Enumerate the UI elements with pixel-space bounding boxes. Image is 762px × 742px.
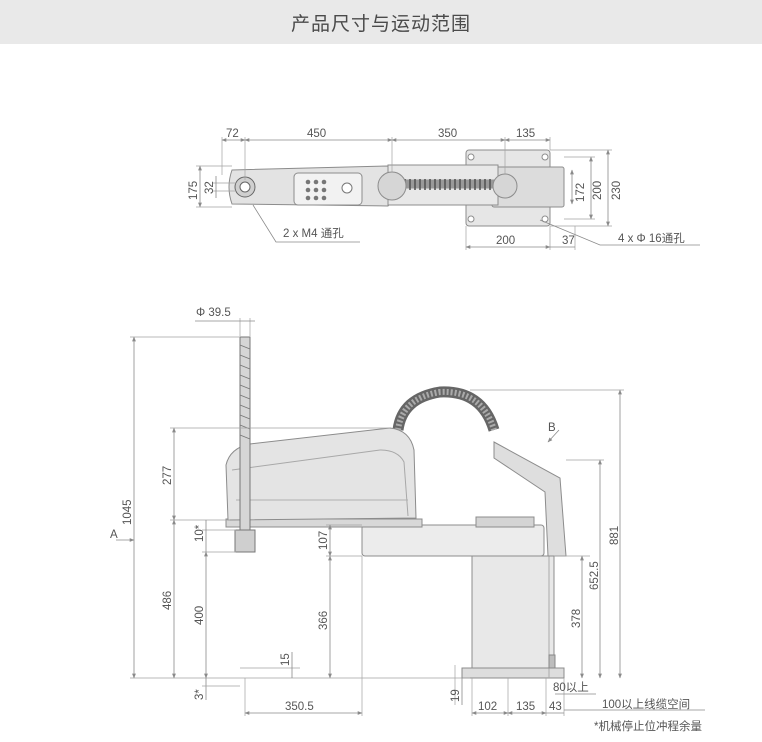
dim-200-bottom: 200 (496, 235, 515, 247)
dim-200-right: 200 (592, 181, 604, 200)
dim-450: 450 (307, 128, 326, 140)
base-hole (541, 153, 549, 161)
dim-172: 172 (575, 183, 587, 202)
top-joint (492, 173, 518, 199)
page-title: 产品尺寸与运动范围 (290, 12, 471, 35)
dim-135: 135 (516, 128, 535, 140)
dim-400: 400 (194, 606, 206, 625)
top-spring-cable (402, 179, 498, 190)
dim-32: 32 (204, 181, 216, 194)
dim-350: 350 (438, 128, 457, 140)
side-second-arm (361, 524, 545, 557)
dim-10-star: 10* (194, 524, 206, 542)
dim-652-5: 652.5 (589, 561, 601, 590)
dim-phi39-5: Φ 39.5 (196, 307, 231, 319)
view-a-label: A (110, 529, 118, 541)
dim-881: 881 (609, 526, 621, 545)
note-cable-space: 100以上线缆空间 (602, 697, 690, 711)
dim-135-bottom: 135 (516, 701, 535, 713)
dim-102: 102 (478, 701, 497, 713)
dim-15: 15 (280, 653, 292, 666)
dim-378: 378 (571, 609, 583, 628)
top-view: 72 450 350 135 175 32 172 200 230 200 37 (188, 128, 700, 250)
title-bar: 产品尺寸与运动范围 (0, 0, 762, 44)
note-stop-margin: *机械停止位冲程余量 (594, 719, 702, 733)
dim-1045: 1045 (122, 499, 134, 525)
dim-350-5: 350.5 (285, 701, 314, 713)
dim-43: 43 (549, 701, 562, 713)
dim-37: 37 (562, 235, 575, 247)
view-b-label: B (548, 422, 556, 434)
top-status-light (341, 182, 353, 194)
dim-230: 230 (611, 181, 623, 200)
side-view: Φ 39.5 1045 277 486 10* 400 3* A 15 107 (110, 307, 705, 733)
dim-19: 19 (450, 689, 462, 702)
top-joint (377, 171, 407, 201)
dim-80-above: 80以上 (553, 681, 589, 694)
base-hole (467, 153, 475, 161)
top-control-panel (293, 172, 363, 206)
dim-107: 107 (318, 531, 330, 550)
dim-72: 72 (226, 128, 239, 140)
dim-366: 366 (318, 611, 330, 630)
side-arm-housing (225, 427, 417, 521)
callout-m4-holes: 2 x M4 通孔 (283, 227, 344, 240)
dim-3-star: 3* (194, 689, 206, 700)
dim-175: 175 (188, 181, 200, 200)
side-cable-duct (493, 441, 567, 557)
dim-277: 277 (162, 466, 174, 485)
base-hole (467, 215, 475, 223)
dim-486: 486 (162, 591, 174, 610)
callout-phi16-holes: 4 x Φ 16通孔 (618, 232, 685, 245)
side-cable-hose (392, 386, 500, 432)
side-base (471, 555, 555, 679)
